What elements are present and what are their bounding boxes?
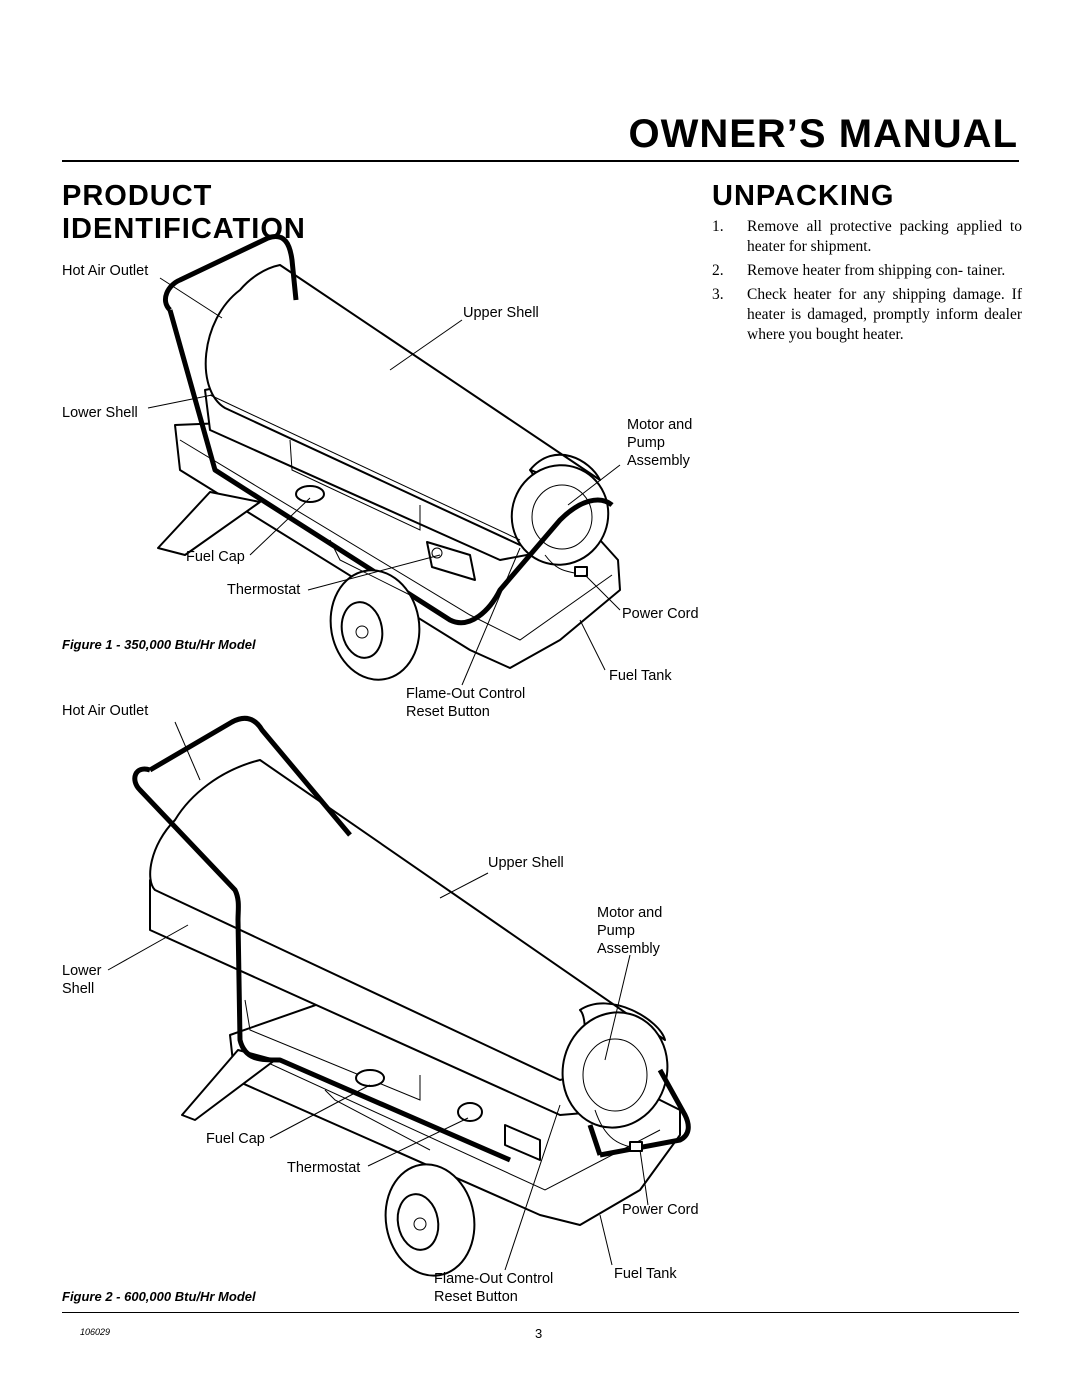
step-item: 3. Check heater for any shipping damage. … bbox=[712, 285, 1022, 345]
figure2-caption: Figure 2 - 600,000 Btu/Hr Model bbox=[62, 1289, 256, 1304]
fig2-label-fuel-cap: Fuel Cap bbox=[206, 1131, 265, 1147]
fig1-label-fuel-cap: Fuel Cap bbox=[186, 549, 245, 565]
fig1-label-hot-air-outlet: Hot Air Outlet bbox=[62, 263, 149, 279]
figure2-leader-lines bbox=[107, 721, 649, 1271]
fig2-label-upper-shell: Upper Shell bbox=[488, 855, 564, 871]
step-item: 1. Remove all protective packing applied … bbox=[712, 217, 1022, 257]
manual-title: OWNER’S MANUAL bbox=[628, 112, 1018, 156]
heater-600k-drawing bbox=[132, 715, 691, 1277]
fig2-label-hot-air-outlet: Hot Air Outlet bbox=[62, 703, 149, 719]
header-rule bbox=[62, 160, 1019, 162]
fig1-label-power-cord: Power Cord bbox=[622, 606, 699, 622]
step-number: 3. bbox=[712, 286, 724, 303]
fig1-label-upper-shell: Upper Shell bbox=[463, 305, 539, 321]
step-text: Remove all protective packing applied to… bbox=[747, 218, 1022, 255]
fig1-label-motor-pump: Motor and Pump Assembly bbox=[627, 417, 693, 469]
fig2-label-flame-out: Flame-Out Control Reset Button bbox=[434, 1271, 554, 1305]
step-text: Check heater for any shipping damage. If… bbox=[747, 286, 1022, 343]
doc-number: 106029 bbox=[80, 1327, 111, 1337]
step-item: 2. Remove heater from shipping con- taine… bbox=[712, 261, 1022, 281]
step-number: 2. bbox=[712, 262, 724, 279]
heater-350k-drawing bbox=[157, 234, 621, 681]
figure1-caption: Figure 1 - 350,000 Btu/Hr Model bbox=[62, 637, 256, 652]
fig1-label-flame-out: Flame-Out Control Reset Button bbox=[406, 686, 526, 720]
unpacking-heading: UNPACKING bbox=[712, 180, 895, 212]
heading-line-1: PRODUCT bbox=[62, 180, 213, 212]
step-text: Remove heater from shipping con- tainer. bbox=[747, 262, 1006, 279]
fig1-label-thermostat: Thermostat bbox=[227, 582, 301, 598]
step-number: 1. bbox=[712, 218, 724, 235]
fig2-label-lower-shell: Lower Shell bbox=[62, 963, 102, 997]
fig2-label-power-cord: Power Cord bbox=[622, 1202, 699, 1218]
fig2-label-thermostat: Thermostat bbox=[287, 1160, 361, 1176]
fig1-label-fuel-tank: Fuel Tank bbox=[609, 668, 672, 684]
fig2-label-fuel-tank: Fuel Tank bbox=[614, 1266, 677, 1282]
unpacking-steps: 1. Remove all protective packing applied … bbox=[712, 217, 1022, 349]
fig2-label-motor-pump: Motor and Pump Assembly bbox=[597, 905, 663, 957]
page-number: 3 bbox=[535, 1326, 543, 1341]
footer-rule bbox=[62, 1312, 1019, 1313]
figure1-leader-lines bbox=[147, 277, 621, 686]
fig1-label-lower-shell: Lower Shell bbox=[62, 405, 138, 421]
